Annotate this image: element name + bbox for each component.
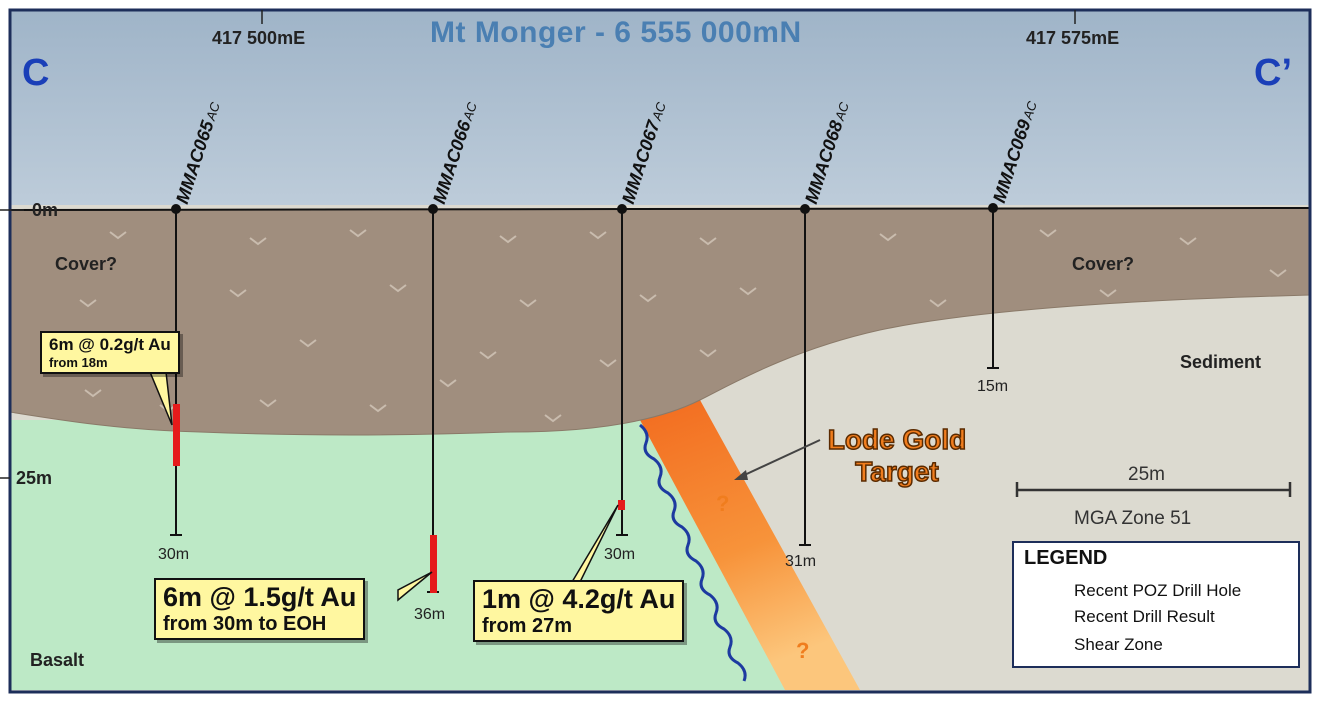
hole-type-mmac067: AC [649, 100, 669, 123]
topography-line [10, 207, 1310, 211]
depth-label-25m: 25m [16, 468, 53, 488]
leader-result-2 [397, 571, 433, 602]
eoh-mmac068: 31m [785, 553, 817, 570]
target-arrow [737, 439, 821, 479]
collar-mmac069 [988, 203, 998, 213]
cover-texture [79, 229, 1287, 423]
easting-label-2: 417 575mE [1026, 28, 1120, 48]
cover-unit [10, 207, 1310, 436]
section-end-label: C’ [1254, 52, 1292, 94]
collar-mmac068 [800, 204, 810, 214]
scale-bar [1015, 482, 1292, 497]
depth-label-0m: 0m [32, 200, 59, 220]
eoh-mmac069: 15m [977, 378, 1009, 395]
collar-mmac067 [617, 204, 627, 214]
intercept-mmac065 [173, 404, 180, 466]
hole-type-mmac069: AC [1020, 99, 1040, 122]
unit-label-cover-right: Cover? [1072, 254, 1135, 274]
target-question-mark-2: ? [796, 638, 810, 663]
legend-item-shear-zone: Shear Zone [1074, 635, 1163, 654]
eoh-mmac066: 36m [414, 606, 446, 623]
scale-zone: MGA Zone 51 [1074, 508, 1192, 529]
unit-label-sediment: Sediment [1180, 352, 1262, 372]
hole-type-mmac066: AC [460, 100, 480, 123]
eoh-mmac065: 30m [158, 546, 190, 563]
hole-type-mmac065: AC [203, 100, 223, 123]
unit-label-cover-left: Cover? [55, 254, 118, 274]
legend-title: LEGEND [1024, 547, 1108, 569]
section-start-label: C [22, 52, 50, 94]
result-interval: from 30m to EOH [163, 613, 327, 635]
result-interval: from 27m [482, 615, 573, 637]
lode-gold-zone [640, 400, 860, 690]
result-callout-mmac067: 1m @ 4.2g/t Au from 27m [473, 580, 685, 642]
result-grade: 1m @ 4.2g/t Au [482, 584, 676, 614]
section-title: Mt Monger - 6 555 000mN [430, 16, 802, 49]
easting-label-1: 417 500mE [212, 28, 306, 48]
legend: LEGEND Recent POZ Drill Hole Recent Dril… [1012, 541, 1300, 668]
hole-type-mmac068: AC [832, 100, 852, 123]
collar-mmac066 [428, 204, 438, 214]
scale-length: 25m [1128, 464, 1165, 485]
result-grade: 6m @ 1.5g/t Au [163, 582, 357, 612]
section-frame [8, 8, 1312, 694]
result-grade: 6m @ 0.2g/t Au [49, 335, 171, 354]
intercept-mmac066 [430, 535, 437, 593]
legend-item-drill-hole: Recent POZ Drill Hole [1074, 581, 1242, 600]
legend-item-drill-result: Recent Drill Result [1074, 607, 1215, 626]
unit-label-basalt: Basalt [30, 650, 85, 670]
lode-gold-target-label: Lode Gold Target [827, 423, 967, 488]
target-question-mark-1: ? [716, 491, 730, 516]
intercept-mmac067 [618, 500, 625, 510]
collar-mmac065 [171, 204, 181, 214]
result-callout-mmac066: 6m @ 1.5g/t Au from 30m to EOH [154, 578, 366, 640]
eoh-mmac067: 30m [604, 546, 636, 563]
result-callout-mmac065: 6m @ 0.2g/t Au from 18m [40, 331, 180, 374]
shear-zone-line [639, 423, 747, 682]
result-interval: from 18m [49, 355, 108, 370]
